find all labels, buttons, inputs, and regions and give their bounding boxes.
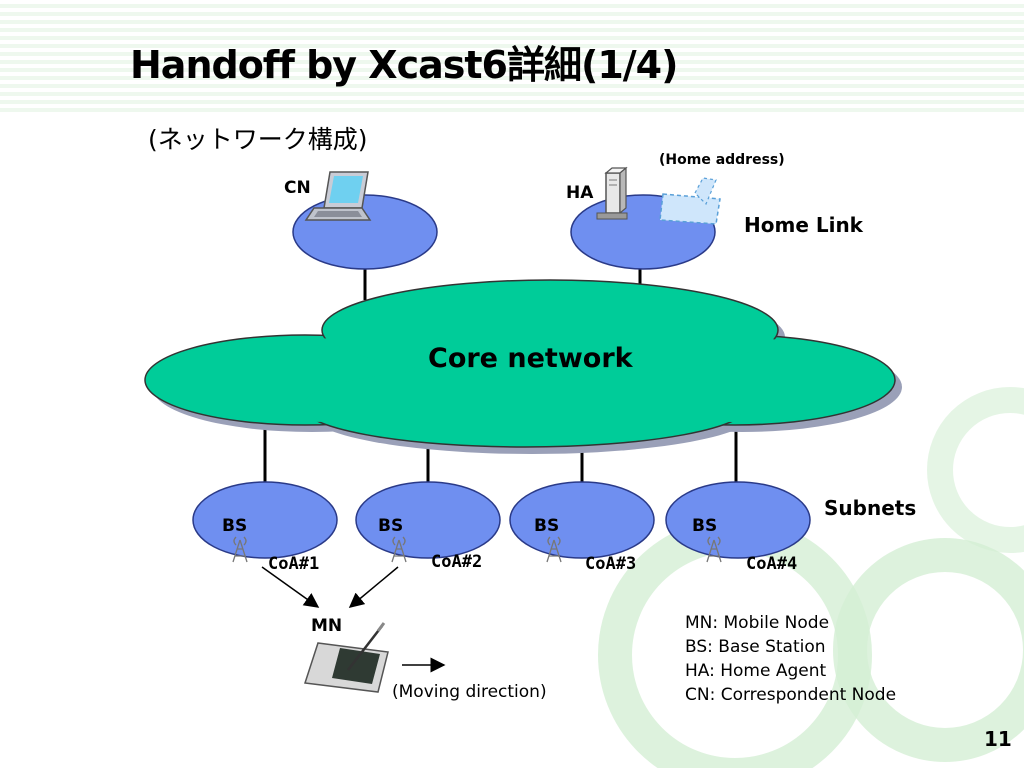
pda-icon [304, 622, 389, 693]
bs-label: BS [692, 516, 718, 536]
legend-item: HA: Home Agent [685, 661, 827, 681]
coa-2-label: CoA#2 [431, 552, 483, 572]
legend-item: MN: Mobile Node [685, 613, 830, 633]
bs-label: BS [378, 516, 404, 536]
antenna-icon [546, 536, 562, 563]
coa-4-label: CoA#4 [746, 554, 798, 574]
moving-direction-label: (Moving direction) [392, 682, 547, 702]
page-number: 11 [984, 727, 1012, 751]
header-stripes [0, 0, 1024, 112]
legend-item: BS: Base Station [685, 637, 826, 657]
antenna-icon [391, 536, 407, 563]
bs-subnet-1 [192, 481, 338, 559]
coa-3-label: CoA#3 [585, 554, 637, 574]
cn-label: CN [284, 178, 311, 198]
antenna-icon [706, 536, 722, 563]
server-icon [596, 166, 628, 220]
bs-subnet-2 [355, 481, 501, 559]
home-link-label: Home Link [744, 213, 863, 237]
coa-1-label: CoA#1 [268, 554, 320, 574]
bs-label: BS [534, 516, 560, 536]
decorative-rings [598, 387, 1024, 768]
mn-label: MN [311, 616, 343, 636]
ha-label: HA [566, 183, 594, 203]
bs-subnet-4 [665, 481, 811, 559]
home-address-tag-icon [659, 177, 721, 225]
legend: MN: Mobile Node BS: Base Station HA: Hom… [685, 611, 896, 707]
subnets-label: Subnets [824, 496, 917, 520]
arrow-coa1-to-mn [261, 566, 320, 608]
page-subtitle: (ネットワーク構成) [148, 125, 368, 154]
home-address-label: (Home address) [659, 152, 785, 168]
page-title: Handoff by Xcast6詳細(1/4) [130, 43, 678, 87]
core-network-cloud [144, 279, 902, 454]
core-network-label: Core network [428, 343, 633, 374]
legend-item: CN: Correspondent Node [685, 685, 897, 705]
antenna-icon [232, 536, 248, 563]
bs-subnet-3 [509, 481, 655, 559]
laptop-icon [304, 171, 372, 221]
cn-subnet [292, 194, 438, 270]
arrow-coa2-to-mn [348, 566, 399, 608]
bs-label: BS [222, 516, 248, 536]
